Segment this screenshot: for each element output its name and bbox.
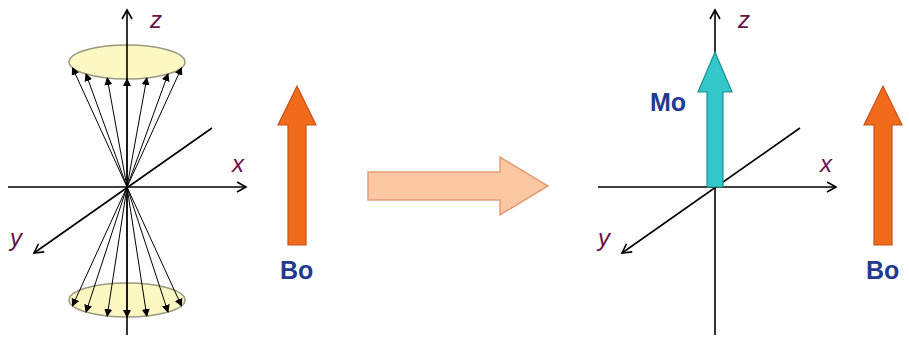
- axis-label: x: [820, 152, 832, 176]
- axis-label: z: [738, 8, 750, 32]
- field-arrow: [864, 86, 902, 245]
- axes-left: [8, 10, 246, 335]
- axis-label: y: [598, 226, 610, 250]
- magnetization-label: Mo: [650, 90, 686, 115]
- field-arrow: [278, 86, 316, 245]
- axis-label: y: [10, 226, 22, 250]
- axes-right: [598, 10, 836, 335]
- transition-arrow: [368, 157, 548, 215]
- magnetization-arrow: [698, 52, 732, 187]
- field-label: Bo: [866, 258, 899, 283]
- field-label: Bo: [280, 258, 313, 283]
- axis-label: x: [232, 152, 244, 176]
- axis-label: z: [150, 8, 162, 32]
